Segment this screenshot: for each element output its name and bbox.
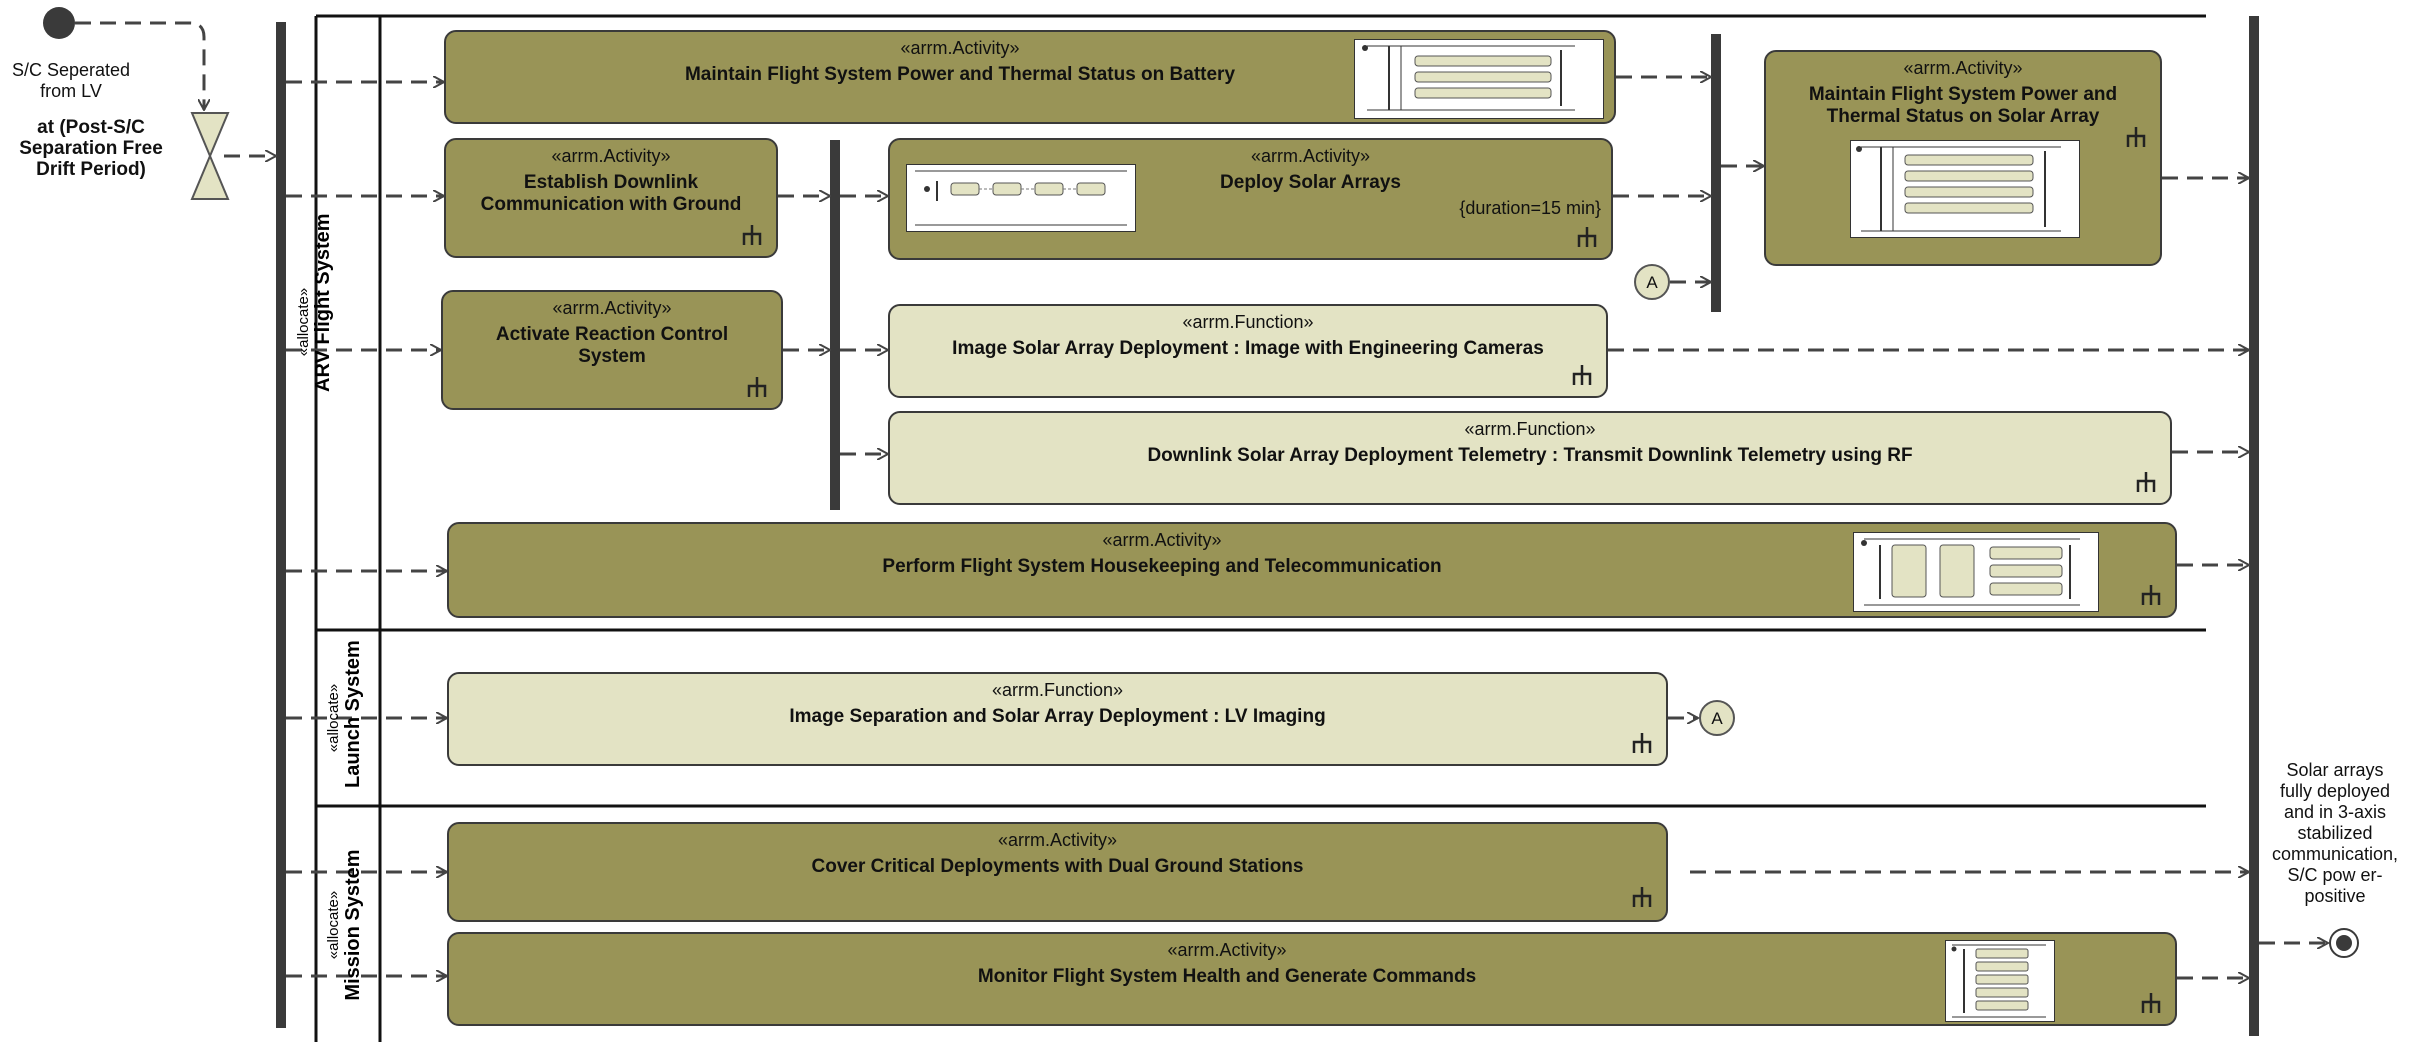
node-title: Image Solar Array Deployment : Image wit… (952, 338, 1544, 359)
lane-name: Launch System (342, 640, 364, 788)
swimlane-frame (314, 14, 2206, 1042)
diagram-thumbnail (1850, 140, 2080, 238)
rake-icon (2141, 585, 2161, 605)
duration-constraint: {duration=15 min} (1459, 198, 1601, 218)
lane-label-arv-flight-system: «allocate» ARV Flight System (295, 213, 340, 392)
node-title: Cover Critical Deployments with Dual Gro… (811, 856, 1304, 877)
node-stereotype: «arrm.Activity» (552, 298, 672, 318)
function-image-separation[interactable]: «arrm.Function» Image Separation and Sol… (447, 672, 1668, 766)
svg-text:A: A (1646, 273, 1658, 292)
rake-icon (2141, 993, 2161, 1013)
activity-maintain-power-battery[interactable]: «arrm.Activity» Maintain Flight System P… (444, 30, 1616, 124)
rake-icon (1632, 733, 1652, 753)
function-image-solar-array-deployment[interactable]: «arrm.Function» Image Solar Array Deploy… (888, 304, 1608, 398)
node-title: Activate Reaction Control System (495, 324, 729, 367)
activity-deploy-solar-arrays[interactable]: «arrm.Activity» Deploy Solar Arrays {dur… (888, 138, 1613, 260)
connector-a-in: A (1634, 264, 1670, 300)
rake-icon (2136, 472, 2156, 492)
join-bar-final (2249, 16, 2259, 1036)
diagram-thumbnail (1945, 940, 2055, 1022)
node-stereotype: «arrm.Function» (1182, 312, 1314, 332)
node-stereotype: «arrm.Function» (991, 680, 1124, 700)
lane-stereotype: «allocate» (325, 890, 342, 960)
function-downlink-telemetry[interactable]: «arrm.Function» Downlink Solar Array Dep… (888, 411, 2172, 505)
fork-bar-main (276, 22, 286, 1028)
node-stereotype: «arrm.Activity» (551, 146, 671, 166)
diagram-thumbnail (1354, 39, 1604, 119)
node-stereotype: «arrm.Activity» (900, 38, 1020, 58)
connector-a-out: A (1699, 700, 1735, 736)
initial-node (43, 7, 75, 39)
diagram-thumbnail (906, 164, 1136, 232)
node-stereotype: «arrm.Activity» (1903, 58, 2023, 78)
control-flows (75, 21, 2328, 978)
rake-icon (1632, 887, 1652, 907)
final-node-inner (2336, 935, 2352, 951)
node-stereotype: «arrm.Function» (1464, 419, 1596, 439)
lane-stereotype: «allocate» (325, 683, 342, 753)
lane-name: Mission System (342, 849, 364, 1001)
join-bar-power (1711, 34, 1721, 312)
rake-icon (1577, 227, 1597, 247)
lane-label-launch-system: «allocate» Launch System (325, 640, 370, 788)
activity-cover-critical-deployments[interactable]: «arrm.Activity» Cover Critical Deploymen… (447, 822, 1668, 922)
diagram-thumbnail (1853, 532, 2099, 612)
lane-label-mission-system: «allocate» Mission System (325, 849, 370, 1001)
rake-icon (2126, 127, 2146, 147)
node-stereotype: «arrm.Activity» (1250, 146, 1371, 166)
rake-icon (742, 225, 762, 245)
rake-icon (1572, 365, 1592, 385)
activity-establish-downlink[interactable]: «arrm.Activity» Establish Downlink Commu… (444, 138, 778, 258)
rake-icon (747, 377, 767, 397)
time-event-hourglass-icon (190, 112, 230, 200)
start-event-label: S/C Seperated from LV (11, 60, 131, 101)
node-title: Deploy Solar Arrays (1220, 172, 1401, 193)
activity-activate-rcs[interactable]: «arrm.Activity» Activate Reaction Contro… (441, 290, 783, 410)
node-title: Image Separation and Solar Array Deploym… (789, 706, 1326, 727)
final-state-note: Solar arrays fully deployed and in 3-axi… (2271, 760, 2399, 906)
node-stereotype: «arrm.Activity» (1102, 530, 1222, 550)
lane-stereotype: «allocate» (295, 287, 312, 357)
node-title: Monitor Flight System Health and Generat… (977, 966, 1477, 987)
node-title: Establish Downlink Communication with Gr… (480, 172, 742, 215)
node-stereotype: «arrm.Activity» (997, 830, 1118, 850)
activity-maintain-power-solar[interactable]: «arrm.Activity» Maintain Flight System P… (1764, 50, 2162, 266)
fork-bar-secondary (830, 140, 840, 510)
node-stereotype: «arrm.Activity» (1167, 940, 1287, 960)
node-title: Maintain Flight System Power and Thermal… (684, 64, 1236, 85)
time-event-label: at (Post-S/C Separation Free Drift Perio… (19, 117, 163, 180)
node-title: Perform Flight System Housekeeping and T… (882, 556, 1442, 577)
activity-perform-housekeeping[interactable]: «arrm.Activity» Perform Flight System Ho… (447, 522, 2177, 618)
node-title: Downlink Solar Array Deployment Telemetr… (1147, 445, 1913, 466)
activity-monitor-health[interactable]: «arrm.Activity» Monitor Flight System He… (447, 932, 2177, 1026)
lane-name: ARV Flight System (312, 213, 334, 392)
svg-text:A: A (1711, 709, 1723, 728)
node-title: Maintain Flight System Power and Thermal… (1808, 84, 2118, 127)
